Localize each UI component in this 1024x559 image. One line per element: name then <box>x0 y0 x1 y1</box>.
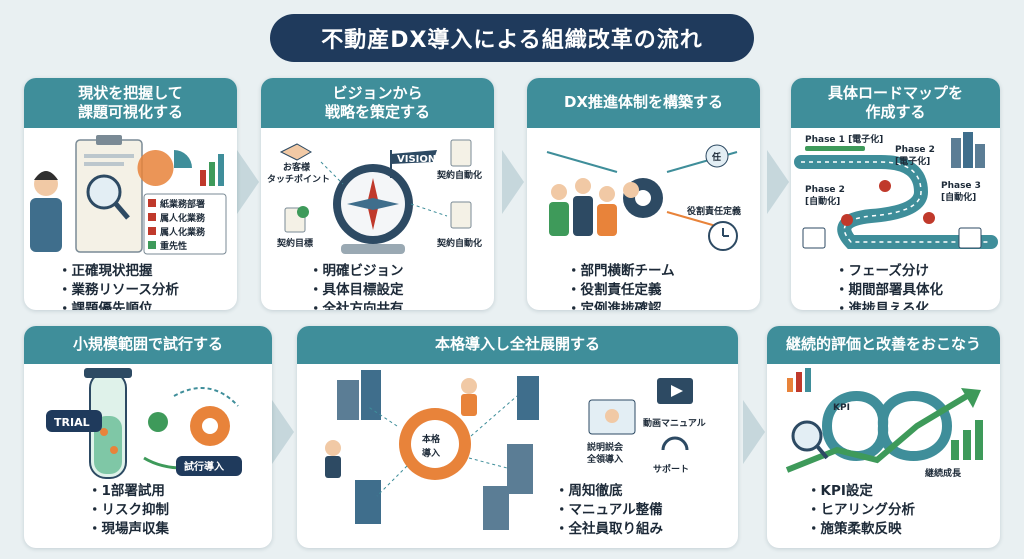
touchpoint-label: タッチポイント <box>267 173 330 185</box>
step-bullets: KPI設定 ヒアリング分析 施策柔軟反映 <box>807 482 916 539</box>
bullet-item: 部門横断チーム <box>567 262 675 281</box>
touchpoint-label: お客様 <box>283 161 311 173</box>
center-label: 導入 <box>422 447 440 459</box>
flow-arrow <box>767 150 789 214</box>
bullet-item: 期間部署具体化 <box>835 281 944 300</box>
bullet-item: 現場声収集 <box>88 520 170 539</box>
step-title: 現状を把握して課題可視化する <box>24 78 237 128</box>
flow-arrow <box>237 150 259 214</box>
bullet-item: 全社方向共有 <box>309 300 404 310</box>
phase-label: [電子化] <box>895 155 930 167</box>
role-badge: 任 <box>711 151 721 163</box>
role-label: 役割責任定義 <box>686 205 741 217</box>
step-card-2: ビジョンから戦略を策定する お客様 タッチポイント VISION 契約自動化 契… <box>261 78 494 310</box>
bullet-item: ヒアリング分析 <box>807 501 916 520</box>
bullet-item: 明確ビジョン <box>309 262 404 281</box>
step-card-5: 小規模範囲で試行する TRIAL 試行導入 1部署試用 リスク抑制 現場声収集 <box>24 326 272 548</box>
step-card-1: 現状を把握して課題可視化する 紙業務部署 属人化業務 属人化業務 <box>24 78 237 310</box>
trial-badge: 試行導入 <box>184 460 224 473</box>
trial-badge: TRIAL <box>54 416 90 429</box>
flow-arrow <box>502 150 524 214</box>
rollout-label: サポート <box>653 463 689 475</box>
step-card-7: 継続的評価と改善をおこなう KPI 継続成長 KPI設定 ヒアリング分析 施策柔… <box>767 326 1000 548</box>
rollout-label: 全領導入 <box>586 453 623 465</box>
bullet-item: フェーズ分け <box>835 262 943 281</box>
contract-label: 契約自動化 <box>436 169 482 181</box>
phase-label: Phase 2 <box>805 185 845 195</box>
growth-label: 継続成長 <box>925 467 962 479</box>
phase-label: Phase 2 <box>895 145 935 155</box>
step-title: 具体ロードマップを作成する <box>791 78 1000 128</box>
bullet-item: 業務リソース分析 <box>58 281 179 300</box>
bullet-item: 進捗見える化 <box>835 300 943 310</box>
step-bullets: 周知徹底 マニュアル整備 全社員取り組み <box>555 482 664 539</box>
check-label: 重先性 <box>160 240 187 252</box>
step-title: 継続的評価と改善をおこなう <box>767 326 1000 364</box>
bullet-item: 周知徹底 <box>555 482 663 501</box>
bullet-item: 1部署試用 <box>88 482 169 501</box>
vision-flag: VISION <box>397 154 436 165</box>
goal-label: 契約目標 <box>276 237 313 249</box>
rollout-label: 説明説会 <box>587 441 624 453</box>
phase-label: Phase 1 [電子化] <box>805 133 883 145</box>
bullet-item: マニュアル整備 <box>555 501 663 520</box>
bullet-item: 正確現状把握 <box>58 262 179 281</box>
roadmap-illustration: Phase 1 [電子化] Phase 2 [電子化] Phase 2 [自動化… <box>791 132 1000 262</box>
step-title: 小規模範囲で試行する <box>24 326 272 364</box>
kpi-label: KPI <box>833 403 850 413</box>
step-title: ビジョンから戦略を策定する <box>261 78 494 128</box>
step-card-3: DX推進体制を構築する 任 役割責任定義 部門横断チーム 役割責任定義 定例進捗… <box>527 78 760 310</box>
step-card-6: 本格導入し全社展開する 本格 導入 説明説会 全領導入 動画マニュ <box>297 326 738 548</box>
bullet-item: リスク抑制 <box>88 501 170 520</box>
flow-arrow <box>743 400 765 464</box>
bullet-item: 課題優先順位 <box>58 300 179 310</box>
contract-label: 契約自動化 <box>436 237 482 249</box>
phase-label: [自動化] <box>941 191 976 203</box>
phase-label: Phase 3 <box>941 181 981 191</box>
step-bullets: フェーズ分け 期間部署具体化 進捗見える化 <box>835 262 944 310</box>
check-label: 属人化業務 <box>159 212 206 224</box>
step-title: 本格導入し全社展開する <box>297 326 738 364</box>
step-bullets: 正確現状把握 業務リソース分析 課題優先順位 <box>58 262 179 310</box>
step-card-4: 具体ロードマップを作成する Phase 1 [電子化] Phase 2 [電子化… <box>791 78 1000 310</box>
bullet-item: KPI設定 <box>807 482 915 501</box>
trial-illustration: TRIAL 試行導入 <box>24 366 272 484</box>
step-bullets: 部門横断チーム 役割責任定義 定例進捗確認 <box>567 262 675 310</box>
bullet-item: 全社員取り組み <box>555 520 664 539</box>
rollout-label: 動画マニュアル <box>643 417 706 429</box>
step-bullets: 明確ビジョン 具体目標設定 全社方向共有 <box>309 262 404 310</box>
kpi-illustration: KPI 継続成長 <box>767 366 1000 484</box>
team-illustration: 任 役割責任定義 <box>527 132 760 262</box>
check-label: 紙業務部署 <box>160 198 205 210</box>
center-label: 本格 <box>422 433 441 445</box>
bullet-item: 役割責任定義 <box>567 281 675 300</box>
rollout-illustration: 本格 導入 説明説会 全領導入 動画マニュアル サポート <box>297 366 738 546</box>
bullet-item: 定例進捗確認 <box>567 300 675 310</box>
bullet-item: 具体目標設定 <box>309 281 404 300</box>
analysis-illustration: 紙業務部署 属人化業務 属人化業務 重先性 <box>24 132 237 262</box>
phase-label: [自動化] <box>805 195 840 207</box>
step-bullets: 1部署試用 リスク抑制 現場声収集 <box>88 482 170 539</box>
vision-illustration: お客様 タッチポイント VISION 契約自動化 契約目標 契約自動化 <box>261 132 494 262</box>
bullet-item: 施策柔軟反映 <box>807 520 915 539</box>
flow-arrow <box>272 400 294 464</box>
page-title: 不動産DX導入による組織改革の流れ <box>270 14 754 62</box>
step-title: DX推進体制を構築する <box>527 78 760 128</box>
check-label: 属人化業務 <box>159 226 206 238</box>
